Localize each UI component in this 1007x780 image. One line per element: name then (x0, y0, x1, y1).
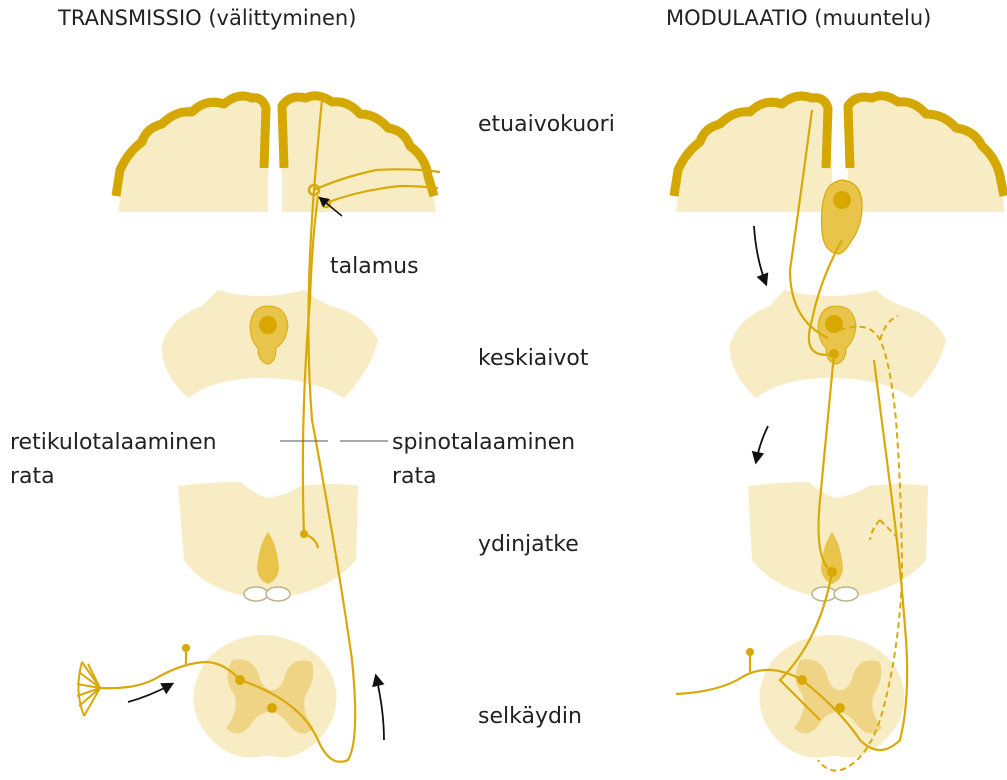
pyramid-left-a (244, 587, 268, 601)
right-panel (674, 95, 1004, 771)
pyramid-right-b (834, 587, 858, 601)
cortical-nucleus-core (833, 191, 851, 209)
spinal-cord-label: selkäydin (478, 706, 582, 728)
nociceptor-ending (77, 662, 100, 716)
fiber-terminal-right (746, 648, 754, 656)
arrow-ascending (376, 676, 384, 740)
cortex-label: etuaivokuori (478, 114, 615, 136)
reticulothalamic-label-line2: rata (10, 466, 55, 488)
left-panel (77, 95, 440, 762)
reticular-neuron (300, 530, 308, 538)
reticulothalamic-label-line1: retikulotalaaminen (10, 432, 217, 454)
thalamus-label: talamus (330, 256, 419, 278)
arrow-descending-upper (754, 226, 766, 284)
ventral-neuron (267, 703, 277, 713)
midbrain-core-left (259, 316, 277, 334)
medulla-label: ydinjatke (478, 534, 579, 556)
right-panel-title: MODULAATIO (muuntelu) (666, 8, 931, 29)
pyramid-left-b (266, 587, 290, 601)
spinothalamic-label-line1: spinotalaaminen (392, 432, 575, 454)
fiber-terminal-left (182, 644, 190, 652)
arrow-descending-lower (756, 426, 768, 462)
midbrain-label: keskiaivot (478, 348, 589, 370)
pyramid-right-a (812, 587, 836, 601)
spinothalamic-label-line2: rata (392, 466, 437, 488)
left-panel-title: TRANSMISSIO (välittyminen) (58, 8, 356, 29)
